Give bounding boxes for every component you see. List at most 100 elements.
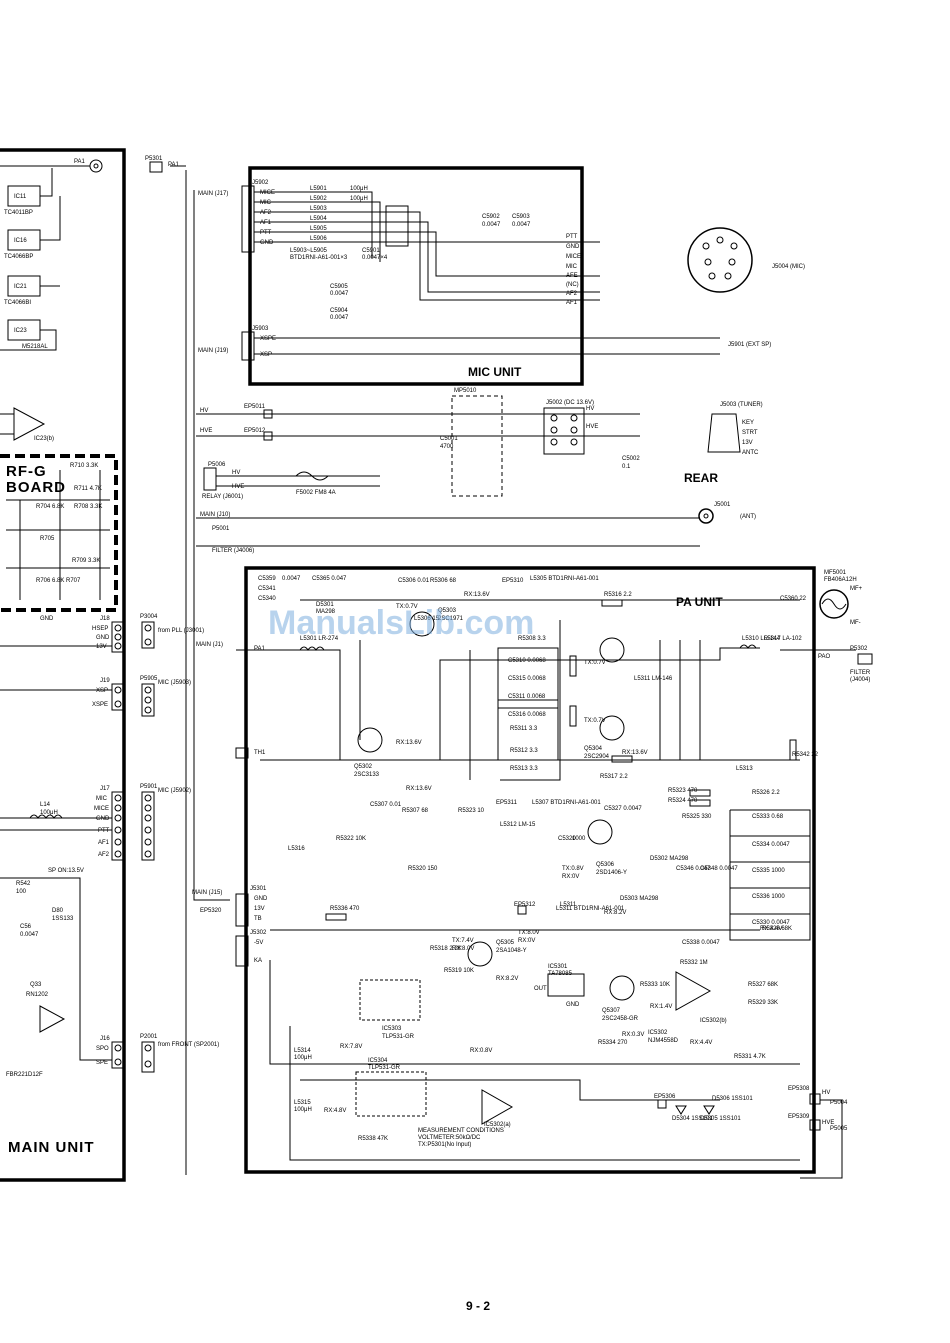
- rear-section: EP5011 EP5012 HV HVE P5006 RELAY (J6001)…: [196, 388, 763, 554]
- svg-text:TX:P5301(No Input): TX:P5301(No Input): [418, 1142, 471, 1148]
- svg-text:EP5309: EP5309: [788, 1114, 810, 1120]
- svg-text:L5311 BTD1RNI-A61-001: L5311 BTD1RNI-A61-001: [556, 906, 625, 912]
- svg-text:L5310 LR-144: L5310 LR-144: [742, 636, 781, 642]
- rfg-title-1: RF-G: [6, 463, 47, 480]
- svg-text:2SC2904: 2SC2904: [584, 754, 610, 760]
- svg-text:P5905: P5905: [140, 676, 158, 682]
- rfg-board: RF-G BOARD R710 3.3K R711 4.7K R704 6.8K…: [0, 454, 118, 622]
- svg-text:C5340: C5340: [258, 596, 276, 602]
- svg-text:GND: GND: [254, 896, 268, 902]
- svg-text:GND: GND: [96, 635, 110, 641]
- svg-text:L5901: L5901: [310, 186, 327, 192]
- svg-text:C5334 0.0047: C5334 0.0047: [752, 842, 790, 848]
- svg-text:C5316 0.0068: C5316 0.0068: [508, 712, 546, 718]
- svg-text:IC5302(b): IC5302(b): [700, 1018, 727, 1024]
- svg-text:C5904: C5904: [330, 308, 348, 314]
- svg-text:C5903: C5903: [512, 214, 530, 220]
- svg-text:GND: GND: [566, 1002, 580, 1008]
- svg-text:R5324 470: R5324 470: [668, 798, 698, 804]
- rear-title: REAR: [684, 471, 718, 485]
- svg-text:J5901 (EXT SP): J5901 (EXT SP): [728, 342, 771, 348]
- main-unit-title: MAIN UNIT: [8, 1139, 95, 1156]
- svg-text:D5303 MA298: D5303 MA298: [620, 896, 659, 902]
- svg-text:R704 6.8K: R704 6.8K: [36, 504, 64, 510]
- svg-text:R5319 10K: R5319 10K: [444, 968, 474, 974]
- main-connectors: J18 HSEP GND 13V J19 XSP XSPE J17 MIC MI…: [0, 616, 125, 1069]
- svg-text:IC5304: IC5304: [368, 1058, 388, 1064]
- svg-text:PA1: PA1: [168, 162, 180, 168]
- svg-text:OUT: OUT: [534, 986, 547, 992]
- svg-text:J19: J19: [100, 678, 110, 684]
- svg-text:RX:13.6V: RX:13.6V: [396, 740, 422, 746]
- svg-text:AF1: AF1: [566, 300, 578, 306]
- svg-text:L5301 LR-274: L5301 LR-274: [300, 636, 339, 642]
- svg-text:RX:7.8V: RX:7.8V: [340, 1044, 362, 1050]
- svg-text:R5322 10K: R5322 10K: [336, 836, 366, 842]
- svg-text:HVE: HVE: [200, 428, 212, 434]
- svg-text:HSEP: HSEP: [92, 626, 108, 632]
- svg-text:C5360 22: C5360 22: [780, 596, 807, 602]
- q5303-transistor-icon: [409, 611, 435, 637]
- svg-text:EP5308: EP5308: [788, 1086, 810, 1092]
- svg-text:RN1202: RN1202: [26, 992, 49, 998]
- svg-text:D5305 1SS101: D5305 1SS101: [700, 1116, 741, 1122]
- svg-text:SP ON:13.5V: SP ON:13.5V: [48, 868, 84, 874]
- svg-text:ANTC: ANTC: [742, 450, 759, 456]
- svg-text:L5306 15: L5306 15: [414, 616, 440, 622]
- svg-text:IC5303: IC5303: [382, 1026, 402, 1032]
- svg-text:MAIN (J10): MAIN (J10): [200, 512, 230, 518]
- svg-text:TX:0.8V: TX:0.8V: [562, 866, 584, 872]
- svg-text:L5315: L5315: [294, 1100, 311, 1106]
- svg-text:HV: HV: [586, 406, 594, 412]
- svg-text:2SC3133: 2SC3133: [354, 772, 380, 778]
- p-connectors: P3004 from PLL (J3001) P5905 MIC (J5903)…: [140, 614, 219, 1073]
- svg-text:TX:8.0V: TX:8.0V: [518, 930, 540, 936]
- svg-text:100: 100: [16, 889, 27, 895]
- ic21-label: IC21: [14, 284, 27, 290]
- svg-text:MIC: MIC: [260, 200, 272, 206]
- svg-text:NJM4558D: NJM4558D: [648, 1038, 679, 1044]
- main-pa1-label: PA1: [74, 159, 86, 165]
- svg-text:R5306 68: R5306 68: [430, 578, 457, 584]
- svg-text:RX:8.2V: RX:8.2V: [604, 910, 626, 916]
- svg-text:L5902: L5902: [310, 196, 327, 202]
- svg-text:KEY: KEY: [742, 420, 754, 426]
- svg-text:RX:13.6V: RX:13.6V: [464, 592, 490, 598]
- svg-text:Q33: Q33: [30, 982, 42, 988]
- svg-text:J16: J16: [100, 1036, 110, 1042]
- svg-text:R708 3.3K: R708 3.3K: [74, 504, 102, 510]
- q5306-transistor-icon: [587, 819, 613, 845]
- svg-text:C5901: C5901: [362, 248, 380, 254]
- main-ic-blocks: IC11 TC4011BP IC16 TC4066BP IC21 TC4066B…: [0, 168, 61, 351]
- svg-text:R710 3.3K: R710 3.3K: [70, 463, 98, 469]
- svg-text:HV: HV: [232, 470, 240, 476]
- svg-text:C5905: C5905: [330, 284, 348, 290]
- mic-coils: L5901 L5902 L5903 L5904 L5905 L5906 100μ…: [290, 186, 368, 261]
- svg-text:FILTER (J4006): FILTER (J4006): [212, 548, 254, 554]
- svg-text:C5341: C5341: [258, 586, 276, 592]
- ic5303-optocoupler-icon: [359, 979, 421, 1021]
- q5304-upper-transistor-icon: [599, 637, 625, 663]
- svg-text:IC5302(a): IC5302(a): [484, 1122, 511, 1128]
- svg-text:RX:0.8V: RX:0.8V: [470, 1048, 492, 1054]
- svg-text:R5338 47K: R5338 47K: [358, 1136, 388, 1142]
- svg-text:AF2: AF2: [260, 210, 272, 216]
- svg-text:R5318 2.2K: R5318 2.2K: [430, 946, 462, 952]
- svg-text:J5903: J5903: [252, 326, 269, 332]
- svg-text:0.0047×4: 0.0047×4: [362, 255, 388, 261]
- svg-text:R5320 150: R5320 150: [408, 866, 438, 872]
- svg-text:100μH: 100μH: [294, 1107, 312, 1113]
- svg-text:0.1: 0.1: [622, 464, 631, 470]
- ic23b-label: IC23(b): [34, 436, 54, 442]
- svg-text:MIC (J5902): MIC (J5902): [158, 788, 191, 794]
- svg-text:P5001: P5001: [212, 526, 230, 532]
- svg-text:R705: R705: [40, 536, 55, 542]
- svg-text:AF1: AF1: [98, 840, 110, 846]
- svg-text:2SC1971: 2SC1971: [438, 616, 464, 622]
- q33-buffer-icon: [39, 1005, 66, 1033]
- svg-text:0.0047: 0.0047: [512, 222, 531, 228]
- svg-text:P5006: P5006: [208, 462, 226, 468]
- svg-text:1000: 1000: [572, 836, 586, 842]
- svg-text:R5316 2.2: R5316 2.2: [604, 592, 632, 598]
- svg-text:EP5012: EP5012: [244, 428, 266, 434]
